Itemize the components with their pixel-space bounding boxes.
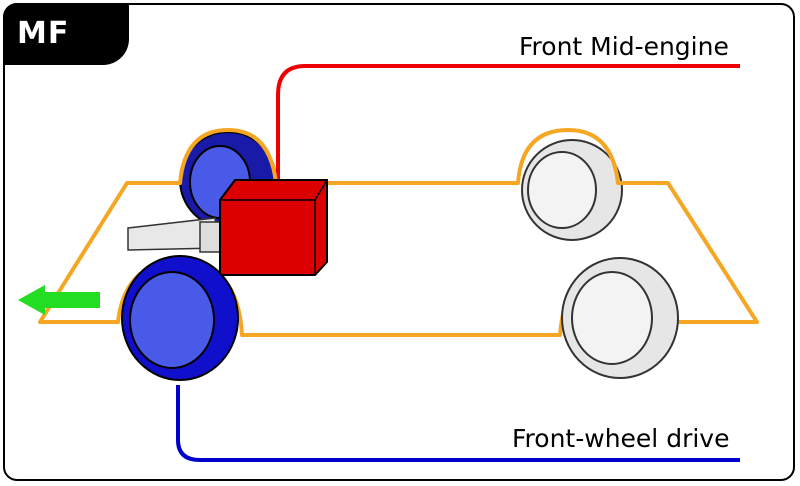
diagram-frame	[3, 3, 795, 481]
front-right-drive-wheel	[121, 255, 239, 381]
drive-leader-line	[176, 385, 740, 462]
engine-leader-line	[276, 64, 740, 185]
drive-label: Front-wheel drive	[512, 424, 730, 453]
engine-block	[219, 179, 328, 276]
direction-arrow-icon	[18, 285, 100, 315]
engine-label: Front Mid-engine	[519, 32, 729, 61]
rear-right-wheel	[561, 257, 679, 379]
layout-badge: MF	[3, 3, 129, 65]
gearbox	[127, 217, 231, 253]
rear-left-wheel	[521, 139, 623, 241]
